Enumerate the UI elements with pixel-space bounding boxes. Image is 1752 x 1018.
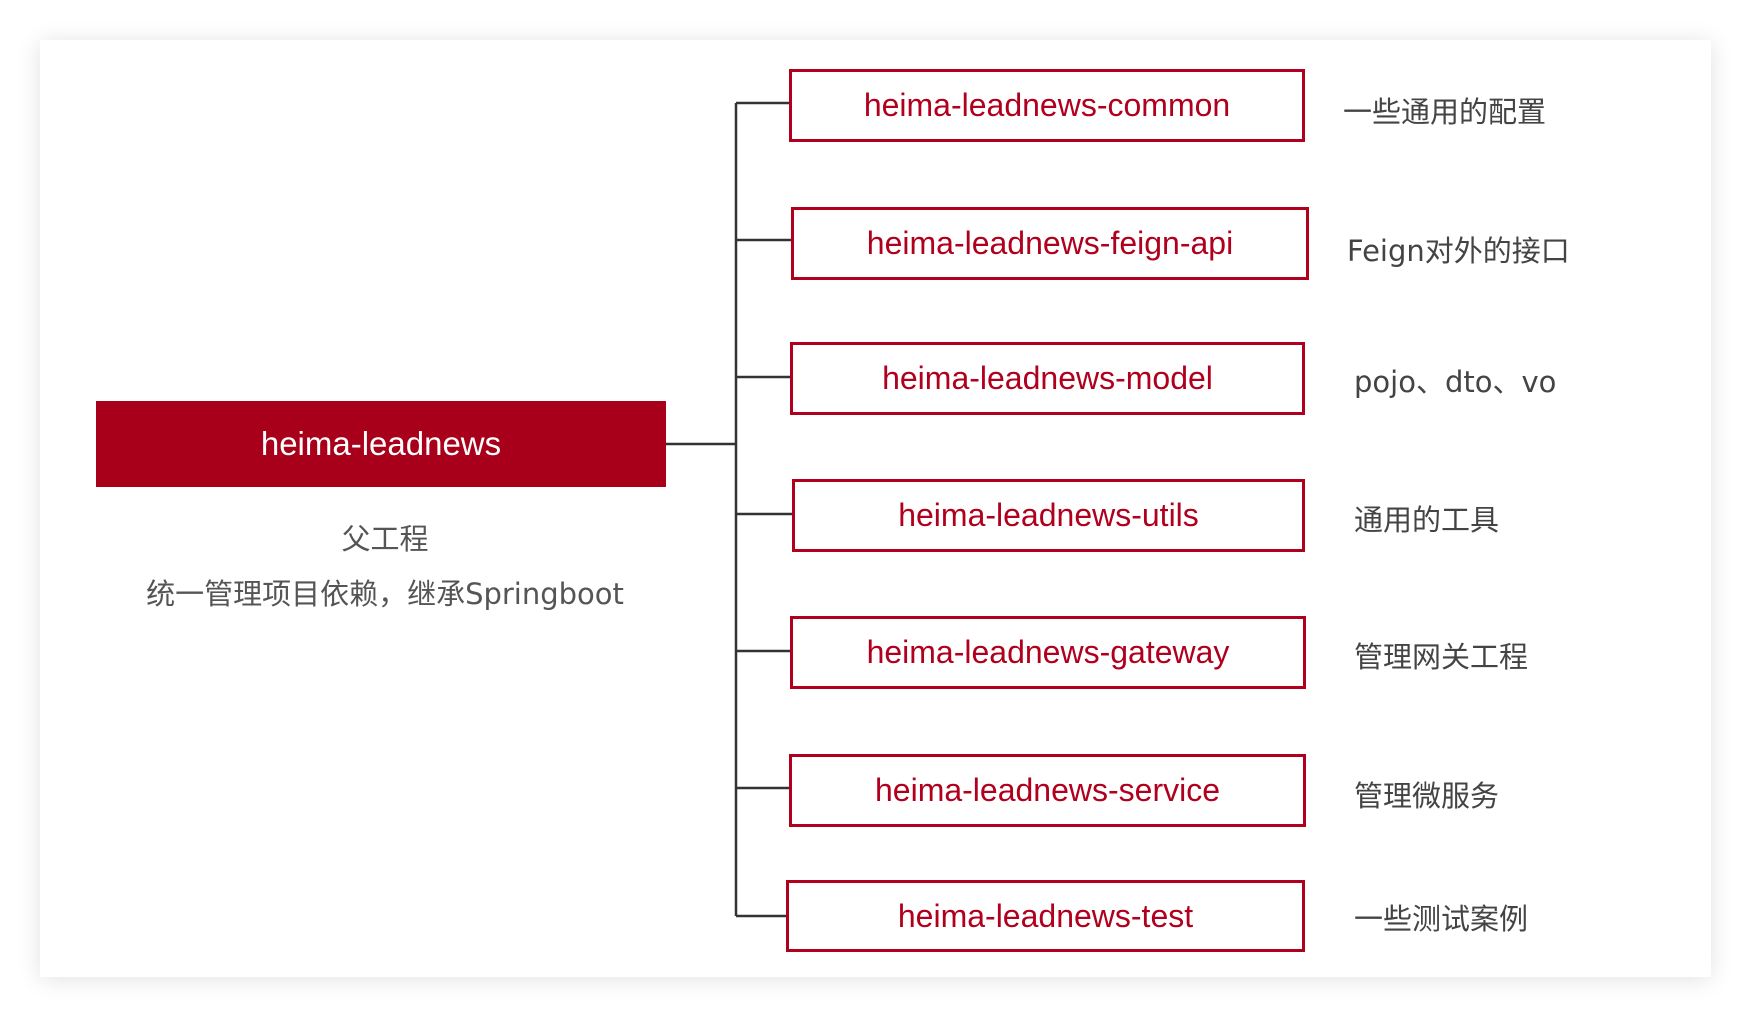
module-label: heima-leadnews-test bbox=[897, 897, 1194, 934]
module-label: heima-leadnews-common bbox=[863, 87, 1231, 123]
module-label: heima-leadnews-service bbox=[874, 772, 1221, 808]
module-desc-model: pojo、dto、vo bbox=[1354, 365, 1557, 399]
module-desc-utils: 通用的工具 bbox=[1354, 503, 1500, 537]
module-desc-common: 一些通用的配置 bbox=[1343, 95, 1547, 129]
module-desc-feign-api: Feign对外的接口 bbox=[1347, 234, 1570, 268]
module-desc-gateway: 管理网关工程 bbox=[1354, 640, 1529, 674]
module-node-model: heima-leadnews-model bbox=[790, 342, 1305, 415]
parent-project-caption: 父工程 bbox=[341, 522, 429, 556]
module-desc-service: 管理微服务 bbox=[1354, 779, 1500, 813]
module-node-common: heima-leadnews-common bbox=[789, 69, 1305, 142]
parent-project-description: 统一管理项目依赖，继承Springboot bbox=[146, 577, 624, 611]
module-label: heima-leadnews-model bbox=[882, 360, 1213, 396]
module-node-service: heima-leadnews-service bbox=[789, 754, 1306, 827]
module-node-utils: heima-leadnews-utils bbox=[792, 479, 1305, 552]
parent-project-node: heima-leadnews bbox=[96, 401, 666, 487]
module-node-test: heima-leadnews-test bbox=[786, 880, 1305, 952]
parent-project-label: heima-leadnews bbox=[260, 425, 502, 462]
module-desc-test: 一些测试案例 bbox=[1354, 902, 1529, 936]
module-label: heima-leadnews-gateway bbox=[866, 634, 1230, 670]
module-node-gateway: heima-leadnews-gateway bbox=[790, 616, 1306, 689]
module-label: heima-leadnews-feign-api bbox=[866, 225, 1234, 261]
module-label: heima-leadnews-utils bbox=[898, 497, 1199, 533]
module-node-feign-api: heima-leadnews-feign-api bbox=[791, 207, 1309, 280]
